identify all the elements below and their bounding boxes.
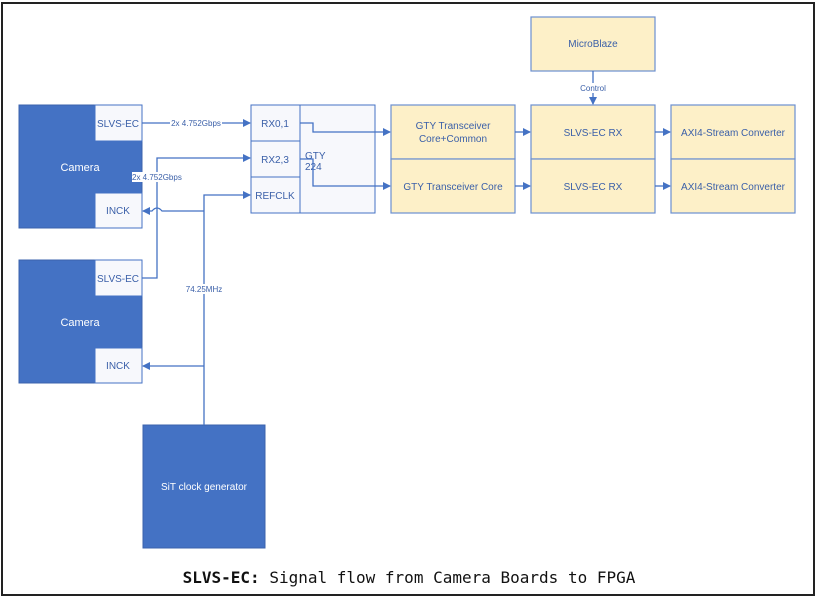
wire-cam2-data [142, 154, 251, 279]
control-label: Control [580, 84, 606, 93]
clock-generator: SiT clock generator [142, 424, 266, 549]
slvs-rx-column: SLVS-EC RX SLVS-EC RX [530, 104, 656, 214]
caption-text: Signal flow from Camera Boards to FPGA [259, 568, 636, 587]
microblaze: MicroBlaze [530, 16, 656, 72]
camera-1-slvs-label: SLVS-EC [97, 119, 139, 130]
wires: 2x 4.752Gbps 2x 4.752Gbps 74.25MHz Contr… [132, 71, 671, 425]
gty-transceiver-core-common-line1: GTY Transceiver [416, 121, 492, 132]
axi4-stream-converter-2 [670, 158, 796, 214]
caption-bold: SLVS-EC: [182, 568, 260, 587]
slvs-ec-rx-2 [530, 158, 656, 214]
gty-transceiver-core-common [390, 104, 516, 160]
gty-port-refclk [250, 176, 301, 214]
gty-port-rx01-label: RX0,1 [261, 119, 289, 130]
camera-2-slvs-port [94, 259, 143, 297]
wire-clock-cam1-inck [142, 207, 204, 215]
axi4-stream-converter-1-label: AXI4-Stream Converter [681, 128, 786, 139]
camera-1: Camera SLVS-EC INCK [18, 104, 143, 229]
microblaze-label: MicroBlaze [568, 39, 618, 50]
wire-label-bg [576, 83, 610, 93]
gty-label-line1: GTY [305, 151, 326, 162]
axi4-stream-converter-2-label: AXI4-Stream Converter [681, 182, 786, 193]
slvs-ec-rx-2-label: SLVS-EC RX [564, 182, 623, 193]
camera-2-inck-port [94, 347, 143, 384]
cam2-data-rate-label: 2x 4.752Gbps [132, 173, 182, 182]
wire-rx23-transceiver [300, 158, 391, 190]
gty-port-rx23-label: RX2,3 [261, 155, 289, 166]
clock-frequency-label: 74.25MHz [186, 285, 222, 294]
transceiver-column: GTY Transceiver Core+Common GTY Transcei… [390, 104, 516, 214]
camera-1-label: Camera [60, 162, 100, 174]
slvs-ec-rx-1-label: SLVS-EC RX [564, 128, 623, 139]
wire-label-bg [170, 118, 222, 128]
wire-label-bg [184, 284, 224, 294]
wire-rx01-transceiver [300, 122, 391, 136]
camera-2-label: Camera [60, 317, 100, 329]
camera-2: Camera SLVS-EC INCK [18, 259, 143, 384]
cam1-data-rate-label: 2x 4.752Gbps [171, 119, 221, 128]
wire-clock-refclk [203, 191, 251, 425]
camera-1-inck-label: INCK [106, 206, 130, 217]
figure-caption: SLVS-EC: Signal flow from Camera Boards … [0, 568, 818, 587]
gty-transceiver-core [390, 158, 516, 214]
clock-generator-body [142, 424, 266, 549]
camera-1-slvs-port [94, 104, 143, 142]
slvs-ec-rx-1 [530, 104, 656, 160]
microblaze-body [530, 16, 656, 72]
clock-generator-label: SiT clock generator [161, 482, 248, 493]
axi4-stream-converter-1 [670, 104, 796, 160]
gty-port-rx01 [250, 104, 301, 142]
gty-transceiver-core-label: GTY Transceiver Core [403, 182, 503, 193]
camera-2-slvs-label: SLVS-EC [97, 274, 139, 285]
wire-label-bg [132, 172, 184, 182]
gty-transceiver-core-common-line2: Core+Common [419, 134, 487, 145]
axi-column: AXI4-Stream Converter AXI4-Stream Conver… [670, 104, 796, 214]
camera-2-inck-label: INCK [106, 361, 130, 372]
gty-port-refclk-label: REFCLK [255, 191, 295, 202]
